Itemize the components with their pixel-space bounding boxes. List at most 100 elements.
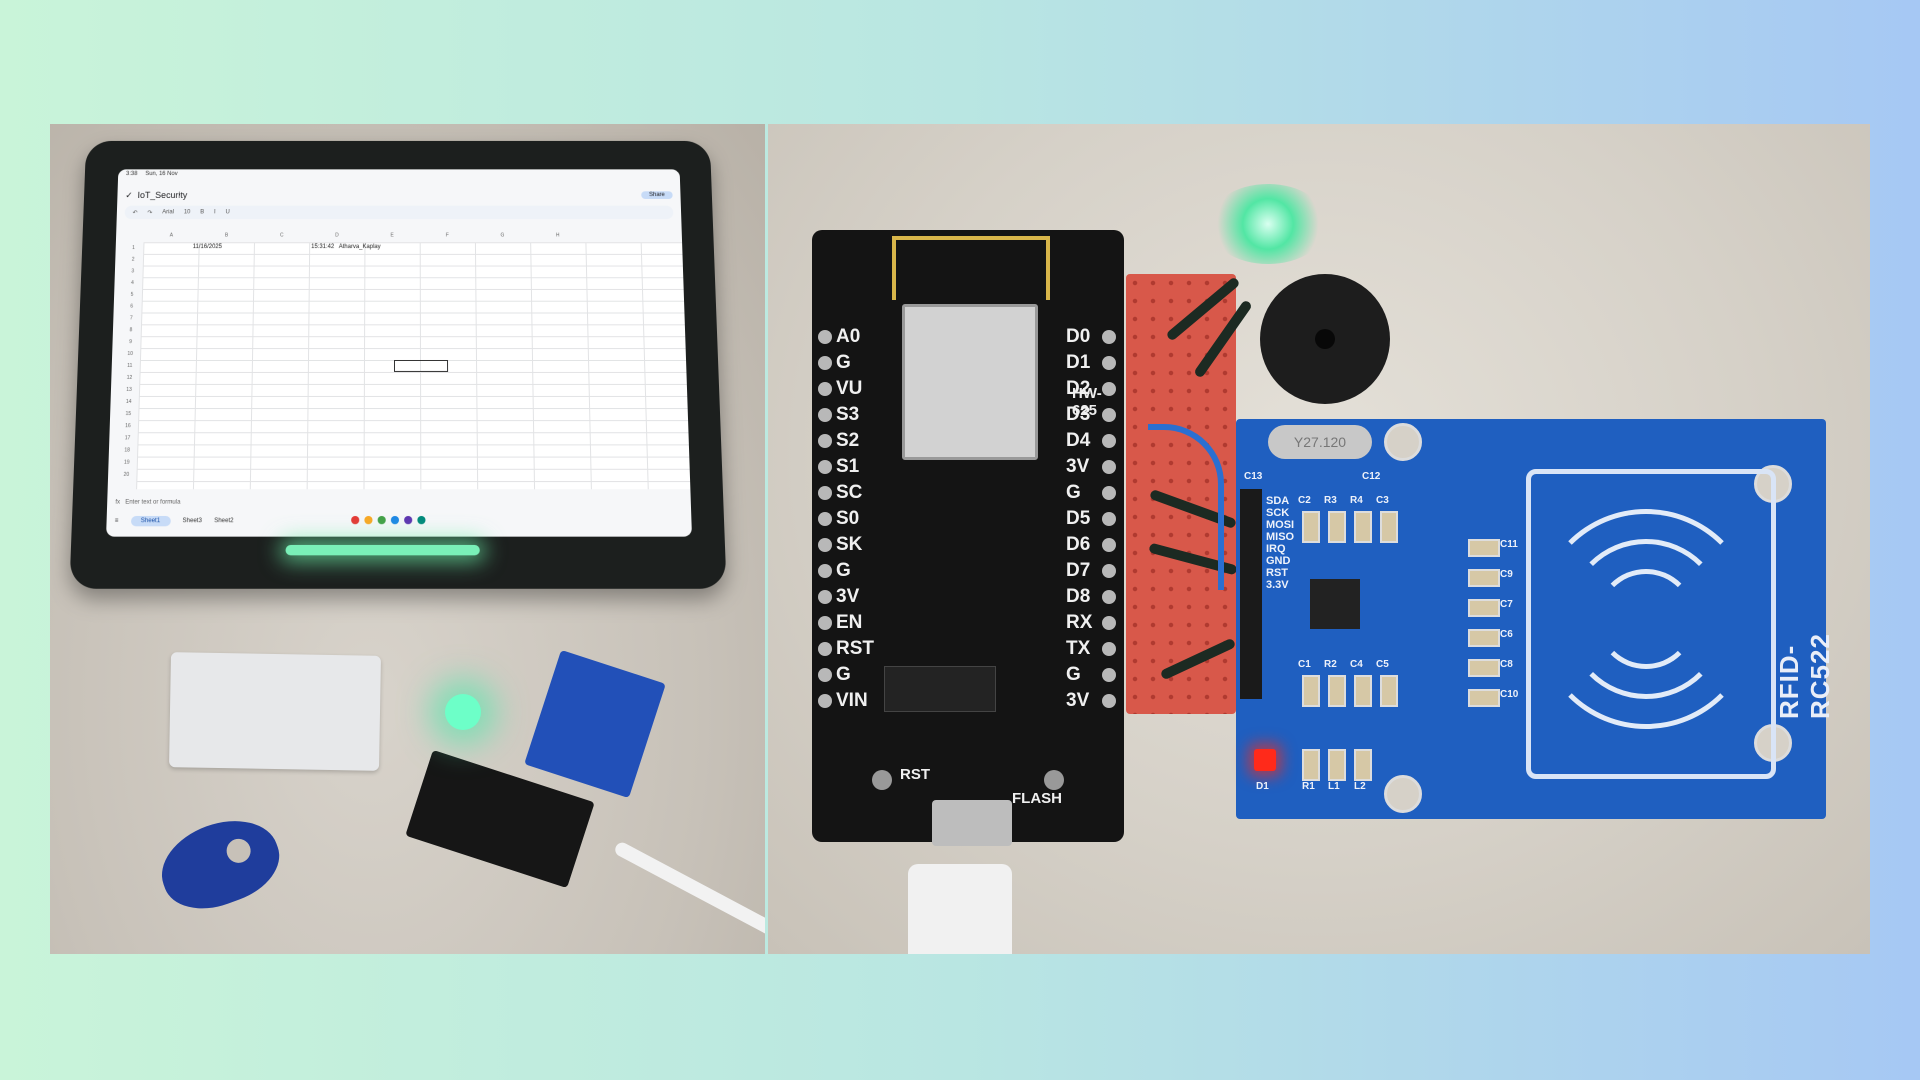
smd-component <box>1328 511 1346 543</box>
row-number: 11 <box>127 362 133 369</box>
column-header[interactable]: F <box>445 232 449 239</box>
menu-icon[interactable]: ≡ <box>114 518 119 525</box>
right-pin-header <box>1102 330 1116 720</box>
doc-header: ✓ IoT_Security Share <box>117 187 681 204</box>
usb-cable <box>908 864 1012 954</box>
column-header[interactable]: B <box>224 232 229 239</box>
pin-label: G <box>836 560 851 581</box>
mini-led-glow <box>445 694 481 730</box>
bold-icon[interactable]: B <box>200 209 205 216</box>
tab-sheet3[interactable]: Sheet3 <box>182 518 203 525</box>
tab-sheet1[interactable]: Sheet1 <box>130 515 171 527</box>
pin-label: G <box>1066 482 1081 503</box>
tablet-screen: 3:38 Sun, 16 Nov ✓ IoT_Security Share ↶ … <box>106 169 692 537</box>
smd-component <box>1302 511 1320 543</box>
cell-a1[interactable]: 11/16/2025 <box>192 244 222 251</box>
pin-labels: SDA SCK MOSI MISO IRQ GND RST 3.3V <box>1266 495 1295 695</box>
pin-label: 3V <box>836 586 860 607</box>
app-icon[interactable] <box>390 515 400 525</box>
redo-icon[interactable]: ↷ <box>147 209 153 216</box>
silk-label: L1 <box>1328 781 1340 792</box>
column-header[interactable]: H <box>555 232 560 239</box>
pin-label: VU <box>836 378 863 399</box>
cell-c1[interactable]: Atharva_Kaplay <box>338 244 381 251</box>
pin-label: EN <box>836 612 863 633</box>
pin-label: S0 <box>836 508 860 529</box>
formula-bar[interactable]: fx Enter text or formula <box>115 500 665 512</box>
app-icon[interactable] <box>404 515 413 525</box>
smd-component <box>1354 511 1372 543</box>
app-icon[interactable] <box>351 515 360 525</box>
silk-label: R4 <box>1350 495 1363 506</box>
pin-label: D8 <box>1066 586 1091 607</box>
silk-label: R3 <box>1324 495 1337 506</box>
row-number: 19 <box>123 459 130 466</box>
silk-label: C1 <box>1298 659 1311 670</box>
app-dock <box>351 515 426 525</box>
font-size-select[interactable]: 10 <box>183 209 191 216</box>
crystal: Y27.120 <box>1268 425 1372 459</box>
tab-sheet2[interactable]: Sheet2 <box>214 518 234 525</box>
buzzer <box>1260 274 1390 404</box>
status-bar: 3:38 Sun, 16 Nov <box>118 169 680 186</box>
silk-label: C9 <box>1500 569 1513 580</box>
check-icon[interactable]: ✓ <box>125 189 138 200</box>
selected-cell[interactable] <box>393 359 449 372</box>
blue-wire <box>1148 424 1224 590</box>
pin-label: VIN <box>836 690 868 711</box>
pin-label: 3V <box>1066 456 1090 477</box>
buzzer-hole <box>1315 329 1335 349</box>
row-number: 3 <box>131 268 135 275</box>
row-number: 16 <box>124 423 131 430</box>
column-header[interactable]: A <box>169 232 174 239</box>
rst-button[interactable] <box>872 770 892 790</box>
row-number: 15 <box>125 411 132 418</box>
silk-label: C10 <box>1500 689 1519 700</box>
column-header[interactable]: C <box>279 232 284 239</box>
smd-component <box>1302 749 1320 781</box>
rfid-card <box>169 652 381 771</box>
silk-label: C2 <box>1298 495 1311 506</box>
nodemcu-board: HW-625 A0 G VU S3 S2 S1 SC S0 SK G 3V EN… <box>812 230 1124 846</box>
app-icon[interactable] <box>417 515 426 525</box>
column-header[interactable]: G <box>500 232 505 239</box>
red-led <box>1254 749 1276 771</box>
silk-label: R1 <box>1302 781 1315 792</box>
undo-icon[interactable]: ↶ <box>132 209 138 216</box>
column-header[interactable]: D <box>335 232 339 239</box>
pin-label: RX <box>1066 612 1093 633</box>
mfrc522-chip <box>1310 579 1360 629</box>
smd-component <box>1354 749 1372 781</box>
pin-label: SK <box>836 534 863 555</box>
font-select[interactable]: Arial <box>162 209 175 216</box>
mount-hole <box>1384 775 1422 813</box>
silk-label: L2 <box>1354 781 1366 792</box>
row-number: 20 <box>123 471 130 478</box>
pin-label: SCK <box>1266 507 1290 519</box>
pin-label: D0 <box>1066 326 1091 347</box>
usb-serial-chip <box>884 666 996 712</box>
row-number: 9 <box>129 339 133 346</box>
mini-rfid-module <box>524 649 666 799</box>
column-header[interactable]: E <box>390 232 394 239</box>
cell-b1[interactable]: 15:31:42 <box>311 244 335 251</box>
italic-icon[interactable]: I <box>213 209 216 216</box>
module-title: RFID-RC522 <box>1774 633 1835 719</box>
left-photo: 3:38 Sun, 16 Nov ✓ IoT_Security Share ↶ … <box>50 124 765 954</box>
row-number: 13 <box>126 386 132 393</box>
row-number: 17 <box>124 435 131 442</box>
pin-label: TX <box>1066 638 1091 659</box>
flash-button[interactable] <box>1044 770 1064 790</box>
micro-usb-port <box>932 800 1012 846</box>
app-icon[interactable] <box>364 515 373 525</box>
pin-label: SDA <box>1266 495 1290 507</box>
tablet: 3:38 Sun, 16 Nov ✓ IoT_Security Share ↶ … <box>69 140 727 589</box>
pin-label: MISO <box>1266 531 1295 543</box>
rfid-keyfob <box>149 805 291 923</box>
pin-label: D3 <box>1066 404 1091 425</box>
underline-icon[interactable]: U <box>225 209 230 216</box>
pin-label: D7 <box>1066 560 1091 581</box>
smd-component <box>1354 675 1372 707</box>
share-button[interactable]: Share <box>641 191 673 199</box>
app-icon[interactable] <box>377 515 386 525</box>
